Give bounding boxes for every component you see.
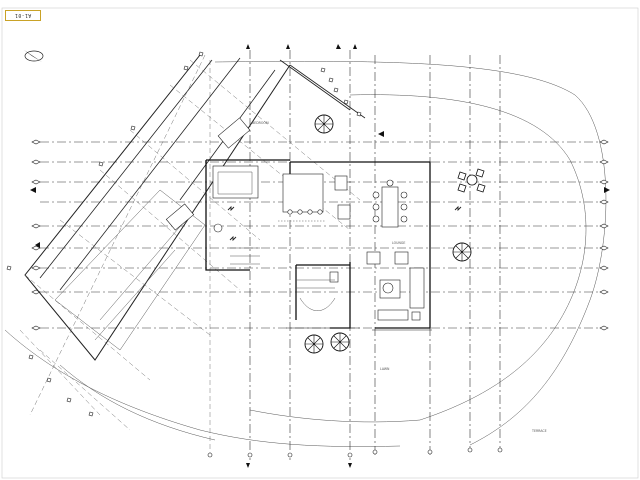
- horizontal-grid-lines: [40, 141, 605, 329]
- sheet-number-tag: A1-01: [5, 10, 41, 21]
- upper-room-furniture: [165, 117, 251, 233]
- stair: [230, 247, 336, 311]
- site-boundary-curve: [214, 61, 607, 446]
- left-grid-markers: [31, 139, 41, 331]
- ground-label: LAWN: [380, 367, 390, 371]
- elevation-markers: [227, 205, 462, 242]
- diagonal-grid-markers: [6, 51, 362, 417]
- tree-icon: [304, 114, 472, 354]
- section-marker-icon: [30, 131, 610, 248]
- site-boundary-lower: [4, 329, 401, 447]
- upper-room-label: BEDROOM: [252, 121, 269, 125]
- kitchen: [212, 165, 351, 222]
- stool-icon: [287, 209, 323, 215]
- dining-table-icon: [372, 179, 408, 228]
- lower-curve: [59, 364, 216, 441]
- right-grid-markers: [599, 139, 609, 331]
- main-house-walls: [205, 159, 432, 331]
- outdoor-chair-set-icon: [457, 168, 486, 193]
- top-bottom-grid-markers: [207, 44, 503, 468]
- lounge-label: LOUNGE: [392, 241, 405, 245]
- sheet-border: [1, 7, 639, 479]
- north-arrow-icon: [24, 50, 44, 62]
- terrace-curve: [249, 94, 587, 423]
- lounge-furniture: [329, 251, 425, 321]
- diagonal-wing: [19, 54, 366, 431]
- terrace-label: TERRACE: [531, 429, 547, 433]
